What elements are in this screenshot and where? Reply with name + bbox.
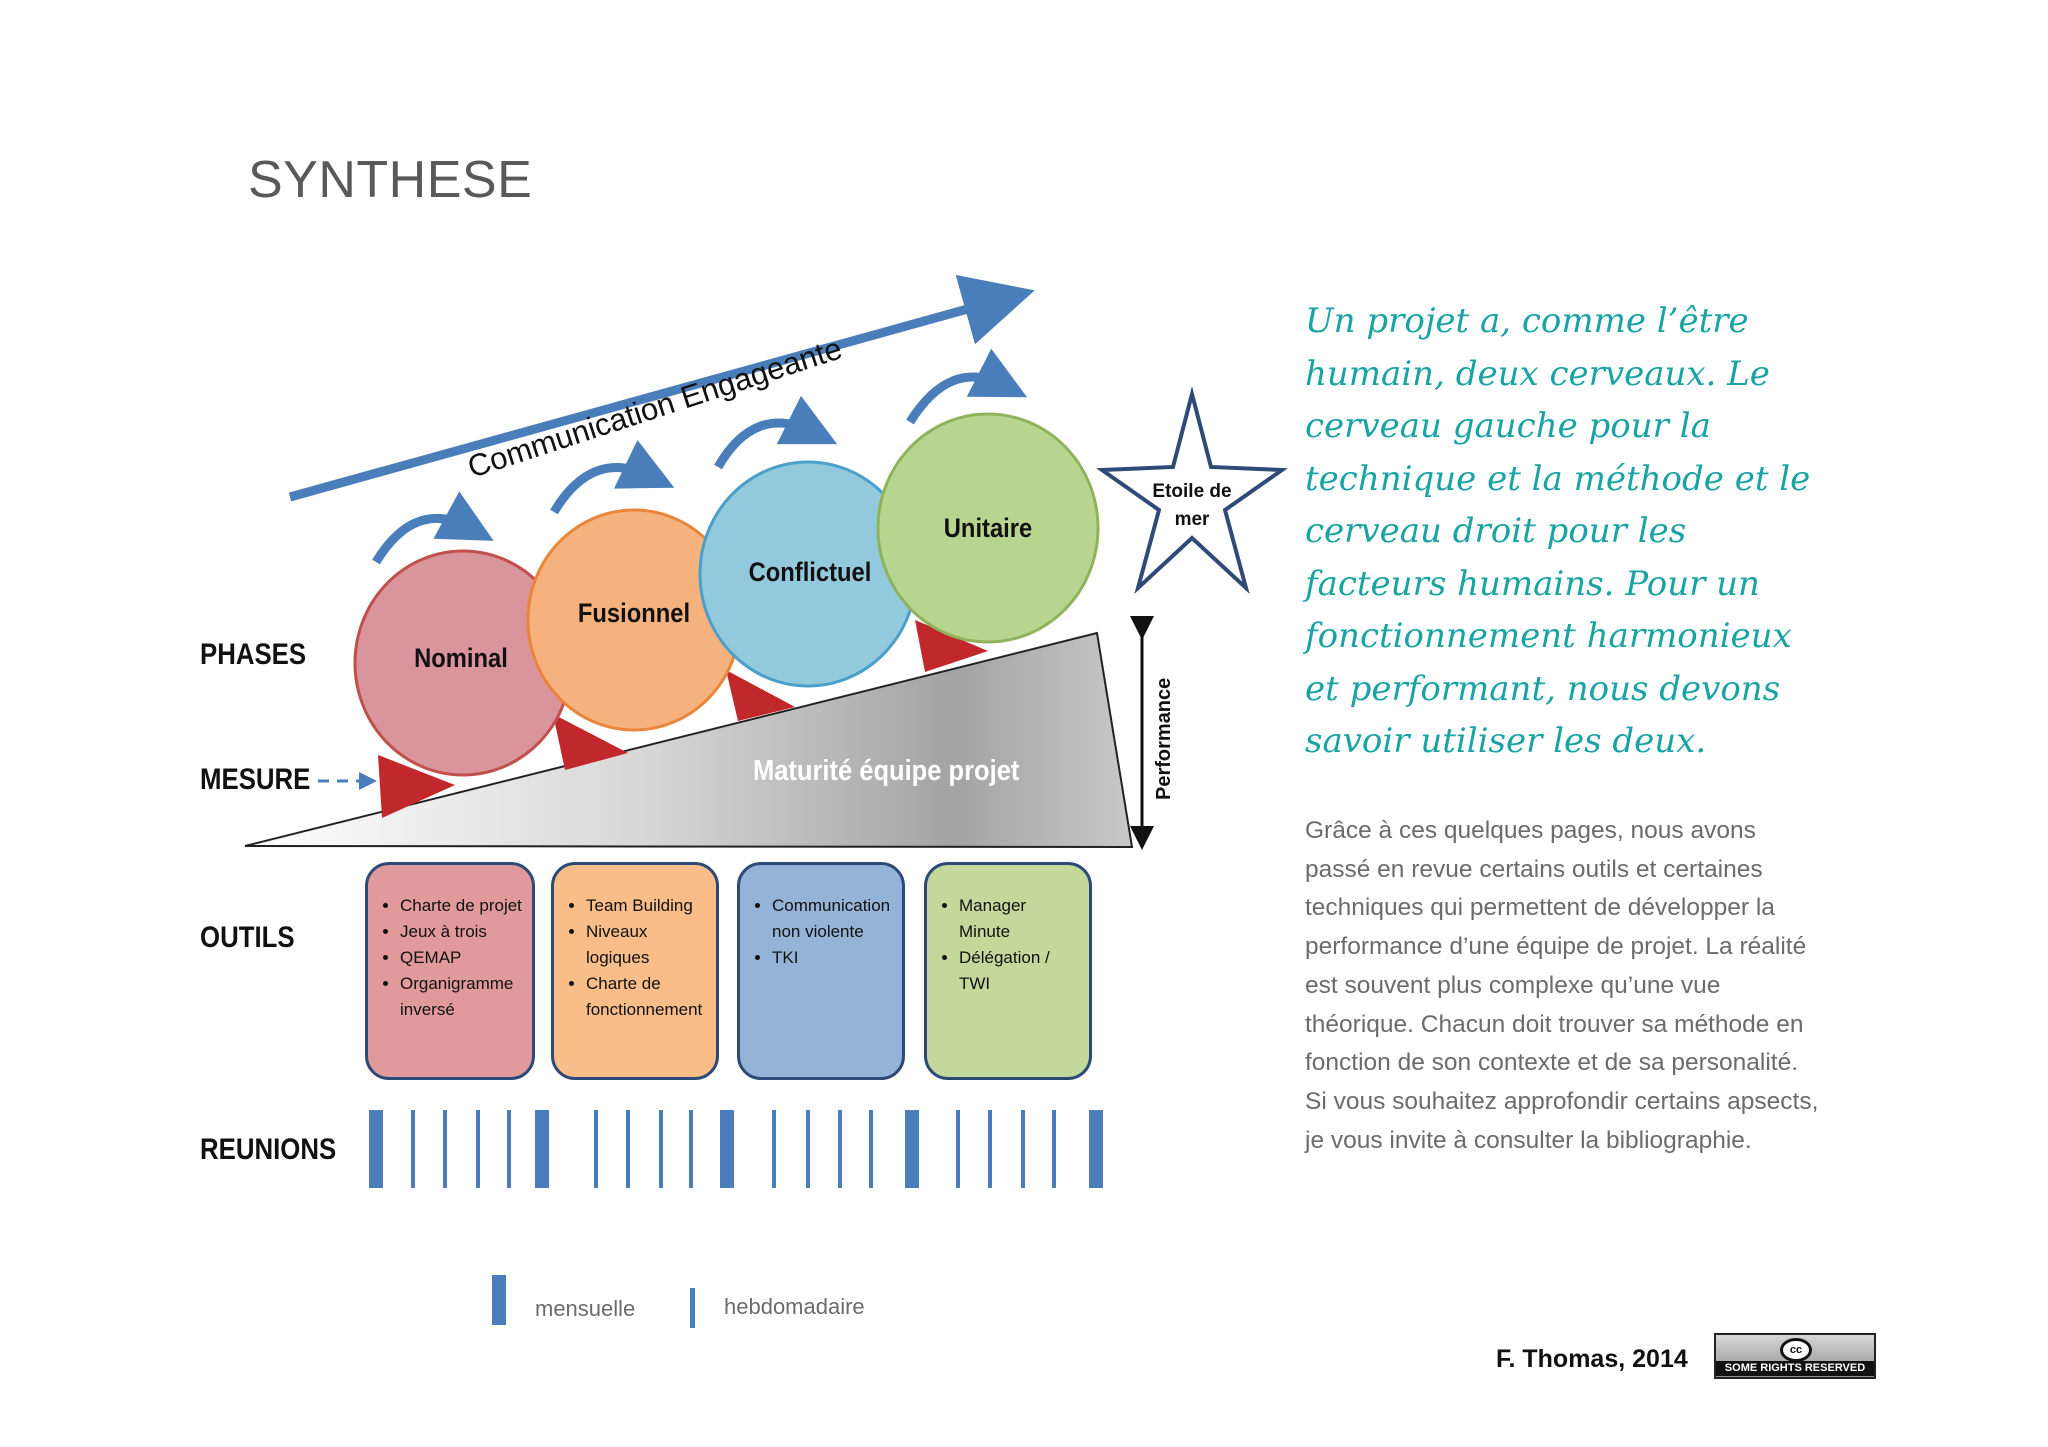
- meeting-bar-monthly: [720, 1110, 734, 1188]
- communication-arrow: [288, 274, 1035, 502]
- legend-weekly-label: hebdomadaire: [724, 1294, 865, 1319]
- meeting-bar-weekly: [806, 1110, 810, 1188]
- phase-label-1: Nominal: [414, 644, 508, 674]
- phase-label-2: Fusionnel: [578, 599, 690, 629]
- row-label-mesure: MESURE: [200, 763, 311, 796]
- creative-commons-badge[interactable]: cc SOME RIGHTS RESERVED: [1714, 1333, 1876, 1379]
- star-label-line2: mer: [1175, 509, 1210, 530]
- communication-label: Communication Engageante: [463, 330, 846, 484]
- phase-label-4: Unitaire: [944, 514, 1032, 544]
- performance-label: Performance: [1153, 678, 1175, 800]
- author-credit: F. Thomas, 2014: [1496, 1345, 1688, 1373]
- row-label-phases: PHASES: [200, 638, 307, 671]
- tool-box-4: Manager MinuteDélégation / TWI: [924, 862, 1092, 1080]
- meeting-bar-weekly: [476, 1110, 480, 1188]
- tool-list: Team BuildingNiveaux logiquesCharte de f…: [566, 893, 706, 1023]
- meeting-bar-monthly: [369, 1110, 383, 1188]
- maturity-wedge: [244, 631, 1134, 849]
- support-triangle-1: [378, 755, 455, 818]
- meeting-bar-weekly: [659, 1110, 663, 1188]
- legend-monthly-label: mensuelle: [535, 1296, 636, 1321]
- meeting-bar-monthly: [905, 1110, 919, 1188]
- progress-arrow-2: [550, 439, 675, 515]
- star-label-line1: Etoile de: [1152, 481, 1231, 502]
- tool-item: TKI: [772, 945, 892, 971]
- tool-item: Charte de fonctionnement: [586, 971, 706, 1023]
- meeting-bar-weekly: [988, 1110, 992, 1188]
- brain-quote: Un projet a, comme l’être humain, deux c…: [1305, 301, 1811, 761]
- tool-item: Charte de projet: [400, 893, 522, 919]
- tool-item: Niveaux logiques: [586, 919, 706, 971]
- summary-paragraph: Grâce à ces quelques pages, nous avons p…: [1305, 817, 1819, 1154]
- support-triangle-4: [915, 620, 988, 672]
- tool-list: Communication non violenteTKI: [752, 893, 892, 971]
- progress-arrow-3: [714, 395, 838, 470]
- meeting-bar-weekly: [507, 1110, 511, 1188]
- meeting-bar-weekly: [869, 1110, 873, 1188]
- cc-icon: cc: [1780, 1338, 1812, 1362]
- tool-box-3: Communication non violenteTKI: [737, 862, 905, 1080]
- meeting-bar-weekly: [956, 1110, 960, 1188]
- row-label-reunions: REUNIONS: [200, 1133, 337, 1166]
- tool-item: QEMAP: [400, 945, 522, 971]
- meeting-bar-monthly: [1089, 1110, 1103, 1188]
- cc-badge-text: SOME RIGHTS RESERVED: [1716, 1361, 1874, 1376]
- legend-monthly-bar: [492, 1275, 506, 1325]
- meeting-bar-weekly: [1052, 1110, 1056, 1188]
- wedge-label: Maturité équipe projet: [753, 753, 1019, 786]
- support-triangle-2: [553, 714, 628, 770]
- support-triangle-3: [726, 670, 795, 721]
- starfish-star-icon: [1096, 386, 1288, 595]
- progress-arrow-4: [906, 348, 1028, 425]
- tool-box-1: Charte de projetJeux à troisQEMAPOrganig…: [365, 862, 535, 1080]
- tool-item: Jeux à trois: [400, 919, 522, 945]
- tool-item: Communication non violente: [772, 893, 892, 945]
- meeting-bar-weekly: [838, 1110, 842, 1188]
- row-label-outils: OUTILS: [200, 921, 295, 954]
- progress-arrow-1: [372, 491, 494, 565]
- tool-list: Manager MinuteDélégation / TWI: [939, 893, 1079, 997]
- meeting-bar-weekly: [1021, 1110, 1025, 1188]
- phase-label-3: Conflictuel: [749, 558, 872, 588]
- meeting-bar-weekly: [594, 1110, 598, 1188]
- legend-weekly-bar: [690, 1288, 695, 1328]
- phase-circle-4: [876, 412, 1100, 644]
- tool-list: Charte de projetJeux à troisQEMAPOrganig…: [380, 893, 522, 1023]
- meeting-bar-weekly: [689, 1110, 693, 1188]
- tool-item: Organigramme inversé: [400, 971, 522, 1023]
- tool-box-2: Team BuildingNiveaux logiquesCharte de f…: [551, 862, 719, 1080]
- meeting-timeline: [369, 1110, 1103, 1188]
- tool-item: Manager Minute: [959, 893, 1079, 945]
- meeting-bar-weekly: [411, 1110, 415, 1188]
- page-title: SYNTHESE: [248, 151, 533, 209]
- tool-item: Team Building: [586, 893, 706, 919]
- tool-item: Délégation / TWI: [959, 945, 1079, 997]
- meeting-bar-weekly: [443, 1110, 447, 1188]
- meeting-bar-monthly: [535, 1110, 549, 1188]
- meeting-bar-weekly: [772, 1110, 776, 1188]
- meeting-bar-weekly: [626, 1110, 630, 1188]
